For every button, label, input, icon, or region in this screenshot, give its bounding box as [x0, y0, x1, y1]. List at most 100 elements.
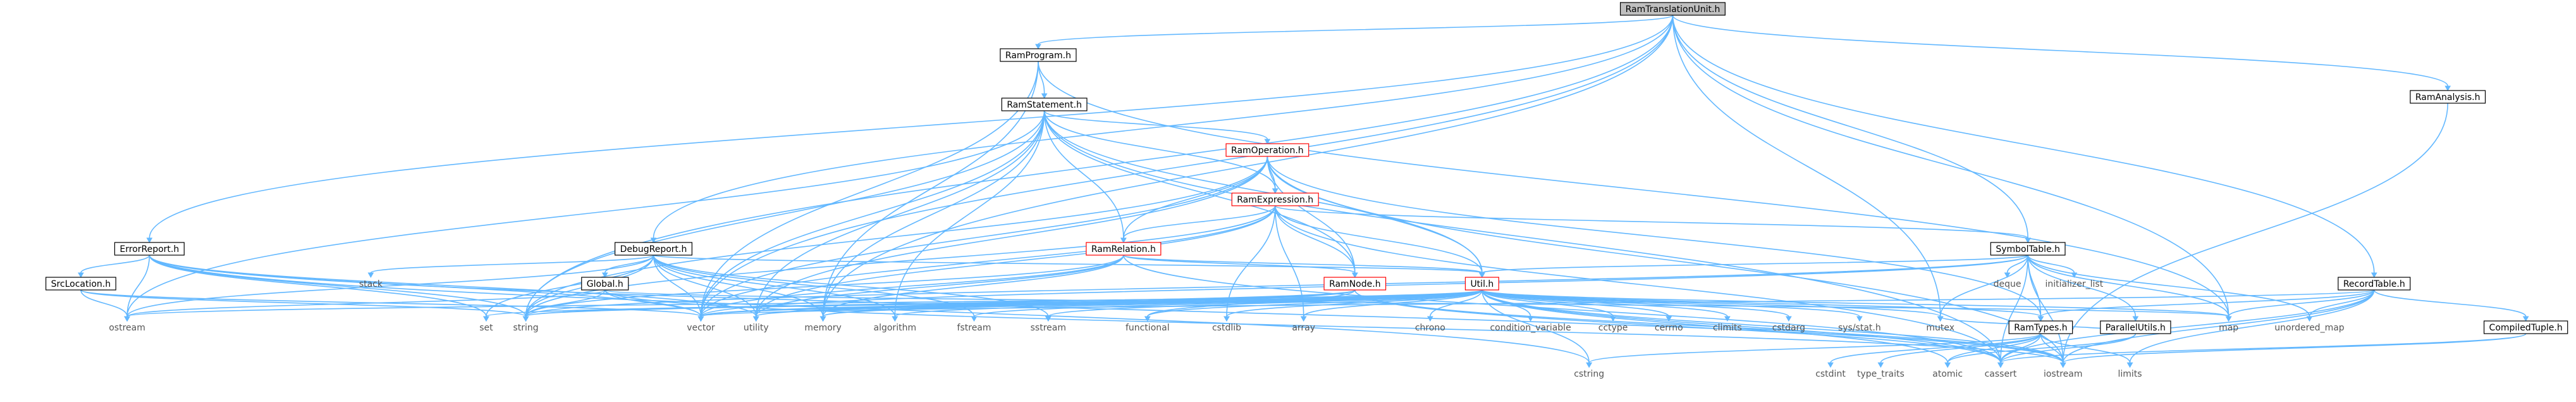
- node-dbg[interactable]: DebugReport.h: [615, 242, 692, 256]
- node-stack: stack: [359, 279, 383, 289]
- node-types[interactable]: RamTypes.h: [2008, 320, 2073, 334]
- node-label-ostream: ostream: [109, 323, 145, 333]
- edge-dbg-to-sstream: [653, 254, 1049, 317]
- node-comp[interactable]: CompiledTuple.h: [2483, 320, 2568, 334]
- edge-util-to-cstring: [1481, 289, 1590, 363]
- node-label-memory: memory: [804, 323, 842, 333]
- node-label-node: RamNode.h: [1329, 279, 1381, 289]
- graph-nodes: RamTranslationUnit.hRamProgram.hErrorRep…: [45, 2, 2568, 379]
- node-par[interactable]: ParallelUtils.h: [2100, 320, 2171, 334]
- node-label-rel: RamRelation.h: [1091, 244, 1156, 254]
- node-rel[interactable]: RamRelation.h: [1086, 242, 1162, 256]
- edge-util-to-string: [525, 289, 1483, 317]
- node-expr[interactable]: RamExpression.h: [1231, 192, 1319, 206]
- edge-err-to-string: [149, 254, 527, 317]
- node-sstream: sstream: [1031, 323, 1066, 333]
- arrowhead-sym-to-deque: [2004, 272, 2011, 279]
- edge-types-to-typetraits: [1880, 333, 2042, 363]
- edge-types-to-cstdint: [1830, 333, 2042, 363]
- node-chrono: chrono: [1415, 323, 1445, 333]
- arrowhead-dbg-to-utility: [752, 316, 759, 322]
- node-box-par: [2100, 320, 2171, 334]
- node-op[interactable]: RamOperation.h: [1225, 143, 1309, 157]
- node-fstream: fstream: [957, 323, 991, 333]
- node-label-atomic: atomic: [1932, 369, 1963, 379]
- edge-root-to-map: [1672, 15, 2229, 317]
- node-cstdint: cstdint: [1815, 369, 1846, 379]
- edge-op-to-node: [1267, 156, 1356, 273]
- arrowhead-err-to-srcloc: [78, 272, 84, 279]
- node-label-limits: limits: [2118, 369, 2142, 379]
- edge-dbg-to-fstream: [653, 254, 975, 317]
- arrowhead-rec-to-vector: [697, 316, 704, 322]
- node-srcloc[interactable]: SrcLocation.h: [45, 277, 116, 291]
- arrowhead-util-to-cstdlib: [1224, 316, 1230, 322]
- node-util[interactable]: Util.h: [1464, 277, 1499, 291]
- edge-srcloc-to-vector: [80, 289, 702, 317]
- edge-types-to-atomic: [1947, 333, 2042, 363]
- edge-rec-to-comp: [2373, 289, 2527, 317]
- edge-err-to-iostream: [149, 254, 2064, 363]
- node-prog[interactable]: RamProgram.h: [1000, 48, 1077, 62]
- arrowhead-rel-to-node: [1351, 272, 1358, 279]
- node-label-algorithm: algorithm: [874, 323, 917, 333]
- edge-ana-to-iostream: [2062, 103, 2448, 363]
- node-atomic: atomic: [1932, 369, 1963, 379]
- node-umap: unordered_map: [2274, 323, 2344, 333]
- node-root[interactable]: RamTranslationUnit.h: [1619, 2, 1726, 16]
- arrowhead-ana-to-iostream: [2059, 362, 2066, 368]
- node-rec[interactable]: RecordTable.h: [2338, 277, 2411, 291]
- node-label-err: ErrorReport.h: [120, 244, 179, 254]
- edge-util-to-mutex: [1481, 289, 1941, 317]
- arrowhead-stmt-to-op: [1264, 139, 1271, 145]
- node-ostream: ostream: [109, 323, 145, 333]
- node-label-rec: RecordTable.h: [2343, 279, 2405, 289]
- node-glob[interactable]: Global.h: [581, 277, 629, 291]
- edge-types-to-iostream: [2040, 333, 2064, 363]
- node-ana[interactable]: RamAnalysis.h: [2410, 90, 2486, 104]
- edge-expr-to-cassert: [1274, 205, 2001, 363]
- arrowhead-glob-to-ostream: [124, 316, 130, 322]
- edge-stmt-to-vector: [700, 110, 1045, 317]
- arrowhead-dbg-to-fstream: [971, 316, 978, 322]
- node-iostream: iostream: [2044, 369, 2083, 379]
- edge-root-to-ana: [1672, 15, 2448, 87]
- node-err[interactable]: ErrorReport.h: [114, 242, 185, 256]
- node-label-cctype: cctype: [1598, 323, 1628, 333]
- node-sym[interactable]: SymbolTable.h: [1990, 242, 2066, 256]
- node-label-dbg: DebugReport.h: [620, 244, 687, 254]
- node-node[interactable]: RamNode.h: [1323, 277, 1387, 291]
- arrowhead-types-to-cstring: [1586, 362, 1593, 368]
- edge-root-to-string: [525, 15, 1674, 317]
- node-utility: utility: [744, 323, 769, 333]
- node-box-util: [1464, 277, 1499, 291]
- node-vector: vector: [687, 323, 715, 333]
- edge-op-to-vector: [700, 156, 1268, 317]
- edge-rec-to-iostream: [2062, 289, 2375, 363]
- node-string: string: [513, 323, 538, 333]
- graph-edges: [78, 15, 2529, 368]
- arrowhead-op-to-expr: [1272, 188, 1279, 194]
- edge-glob-to-vector: [604, 289, 702, 317]
- node-label-cstring: cstring: [1574, 369, 1604, 379]
- edge-stmt-to-utility: [755, 110, 1045, 317]
- edge-util-to-cstdarg: [1481, 289, 1789, 317]
- node-label-array: array: [1292, 323, 1315, 333]
- node-box-prog: [1000, 48, 1077, 62]
- edge-sym-to-umap: [2027, 254, 2310, 317]
- node-stmt[interactable]: RamStatement.h: [1001, 97, 1088, 111]
- arrowhead-root-to-ana: [2444, 85, 2451, 92]
- edge-types-to-cstring: [1588, 333, 2042, 363]
- arrowhead-util-to-condvar: [1527, 316, 1534, 322]
- node-label-umap: unordered_map: [2274, 323, 2344, 333]
- node-label-set: set: [479, 323, 493, 333]
- edge-dbg-to-util: [653, 254, 1483, 273]
- arrowhead-expr-to-sym: [2025, 237, 2032, 244]
- edge-sym-to-string: [525, 254, 2028, 317]
- node-array: array: [1292, 323, 1315, 333]
- edge-rel-to-node: [1123, 254, 1356, 273]
- node-box-ana: [2410, 90, 2486, 104]
- node-box-glob: [581, 277, 629, 291]
- node-box-srcloc: [45, 277, 116, 291]
